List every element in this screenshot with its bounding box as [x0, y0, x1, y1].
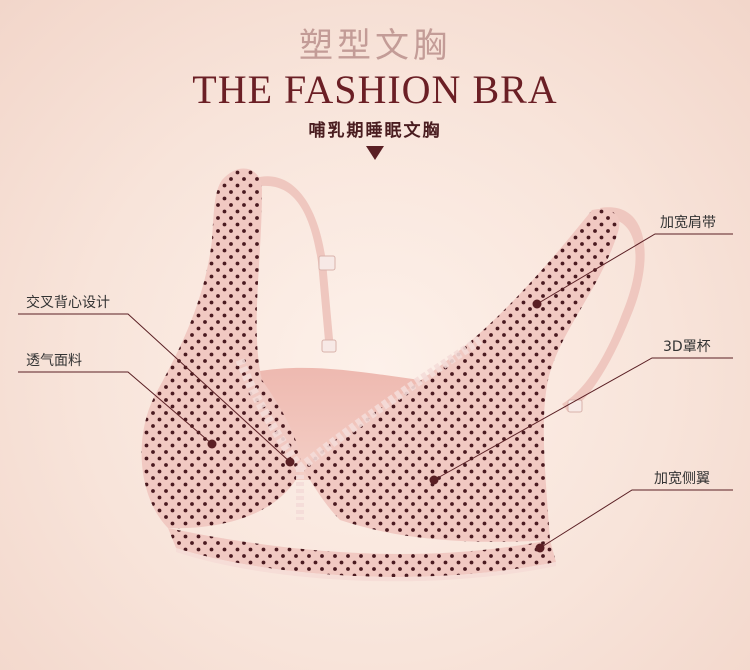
callout-line-3d-cup: [433, 357, 733, 481]
bottom-band: [168, 528, 556, 577]
title-english: THE FASHION BRA: [192, 67, 558, 112]
callout-line-wide-side: [539, 489, 733, 549]
label-wide-side: 加宽侧翼: [654, 471, 710, 487]
callout-dot-wide-strap: [532, 299, 542, 309]
right-thin-strap: [562, 207, 645, 412]
left-lace-trim: [235, 358, 304, 471]
right-lace-trim: [297, 336, 483, 472]
label-wide-strap: 加宽肩带: [660, 215, 716, 231]
title-chinese: 塑型文胸: [299, 26, 451, 66]
label-3d-cup: 3D罩杯: [663, 339, 711, 355]
callout-dot-3d-cup: [429, 475, 439, 485]
left-strap-ring: [321, 339, 337, 353]
callout-line-cross-back: [18, 313, 291, 463]
label-cross-back: 交叉背心设计: [26, 295, 110, 311]
left-strap-slider: [318, 255, 336, 271]
left-cup: [141, 168, 302, 529]
subtitle: 哺乳期睡眠文胸: [308, 121, 442, 141]
right-cup: [302, 208, 620, 542]
callout-dot-cross-back: [285, 457, 295, 467]
left-thin-strap: [255, 176, 334, 352]
callout-dot-breathable: [207, 439, 217, 449]
callout-line-wide-strap: [536, 233, 733, 305]
callout-dot-wide-side: [535, 543, 545, 553]
label-breathable: 透气面料: [26, 353, 82, 369]
callout-line-breathable: [18, 371, 213, 445]
down-triangle-icon: [366, 146, 384, 160]
right-strap-ring: [567, 399, 583, 413]
